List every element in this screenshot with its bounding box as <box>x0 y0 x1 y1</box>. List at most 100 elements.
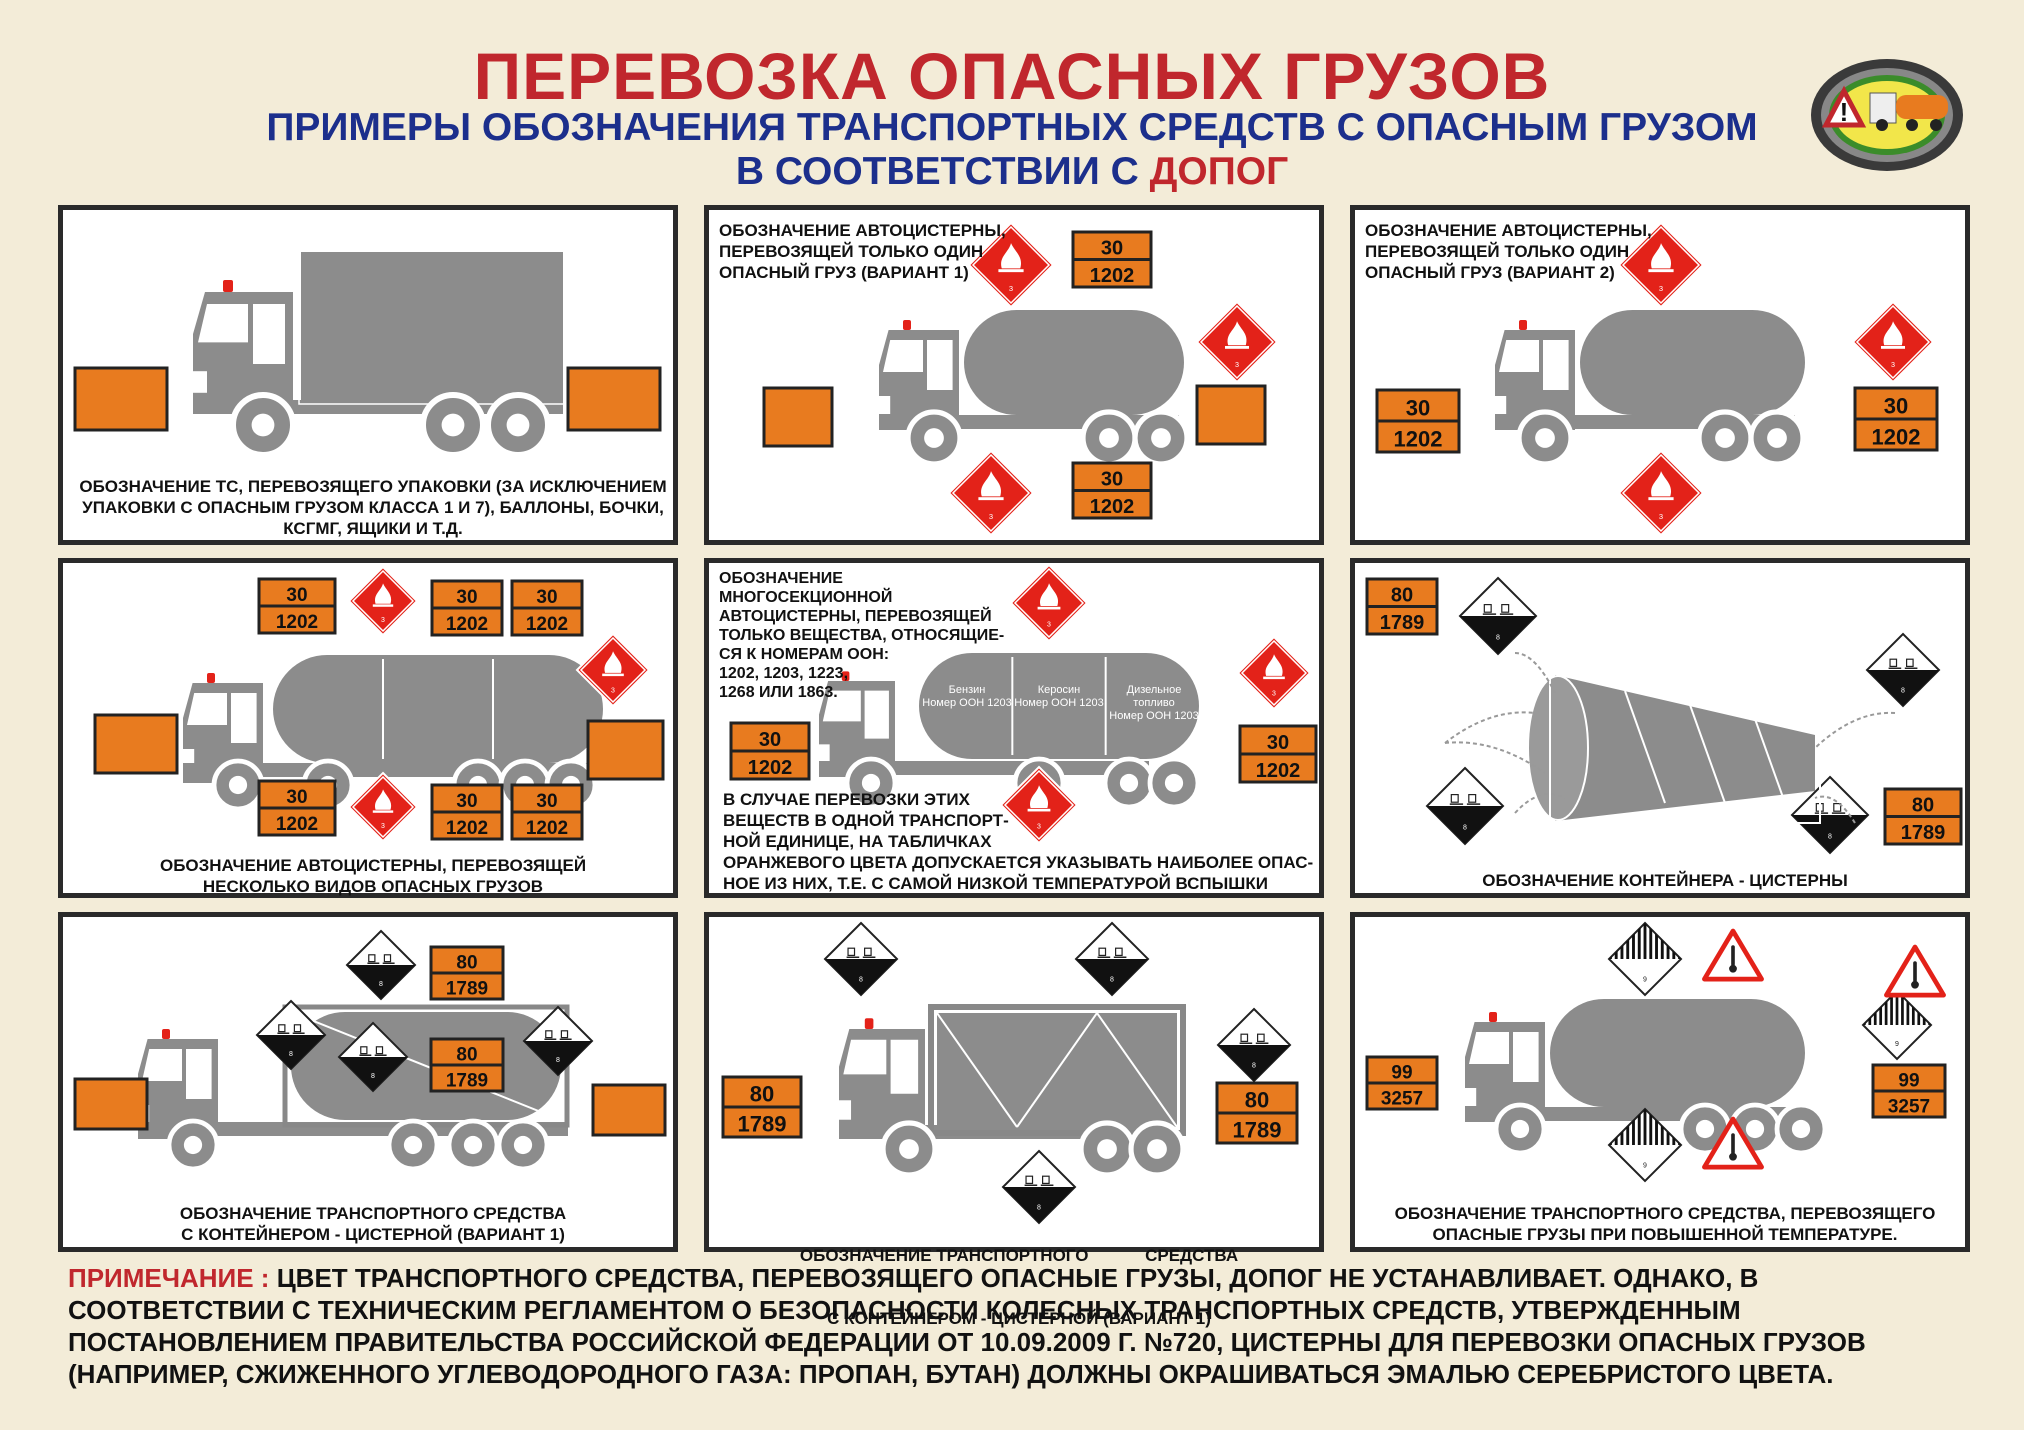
beacon <box>162 1029 170 1039</box>
hazard-id-number: 80 <box>1912 795 1934 817</box>
orange-plate <box>762 386 834 448</box>
tank-container <box>282 1004 570 1128</box>
tank-section-label: Номер ООН 1203 <box>1014 697 1104 709</box>
hazard-id-number: 30 <box>1101 238 1123 260</box>
tank-section-label: Номер ООН 1203 <box>1109 710 1199 722</box>
hazard-id-number: 30 <box>1101 469 1123 491</box>
flammable-sign-icon: 3 <box>1009 563 1089 643</box>
svg-text:8: 8 <box>859 976 863 983</box>
corrosive-sign-icon: 8 <box>1458 576 1538 656</box>
wheel <box>166 1118 220 1172</box>
wheel <box>1493 1102 1547 1156</box>
corrosive-sign-icon: 8 <box>522 1005 594 1077</box>
corrosive-sign-icon: 8 <box>823 921 899 997</box>
wheel <box>420 392 486 458</box>
svg-text:8: 8 <box>1463 825 1467 832</box>
hazard-id-number: 80 <box>456 1044 477 1065</box>
beacon <box>841 671 850 681</box>
un-number: 1789 <box>738 1112 787 1137</box>
svg-text:8: 8 <box>1110 976 1114 983</box>
svg-text:3: 3 <box>1235 360 1239 369</box>
un-number: 1789 <box>1233 1118 1282 1143</box>
orange-plate <box>93 713 179 775</box>
footnote-text: ЦВЕТ ТРАНСПОРТНОГО СРЕДСТВА, ПЕРЕВОЗЯЩЕГ… <box>68 1263 1866 1389</box>
svg-text:9: 9 <box>1895 1041 1899 1048</box>
hazard-id-number: 80 <box>750 1082 774 1107</box>
misc-hazard-sign-icon: 9 <box>1607 921 1683 997</box>
flammable-sign-icon: 3 <box>575 632 651 708</box>
wheel <box>1774 1102 1828 1156</box>
subtitle-prefix: В СООТВЕТСТВИИ С <box>735 150 1150 193</box>
flammable-sign-icon: 3 <box>999 765 1079 845</box>
elevated-temperature-sign-icon <box>1702 928 1764 982</box>
footnote-label: ПРИМЕЧАНИЕ : <box>68 1263 277 1293</box>
orange-plate <box>73 1077 149 1131</box>
panel-caption-top: ОБОЗНАЧЕНИЕ МНОГОСЕКЦИОННОЙ АВТОЦИСТЕРНЫ… <box>719 570 1005 701</box>
wheel <box>1748 409 1806 467</box>
hazard-id-number: 30 <box>286 585 307 606</box>
un-number: 1202 <box>748 757 793 779</box>
page-title: ПЕРЕВОЗКА ОПАСНЫХ ГРУЗОВ <box>473 39 1551 113</box>
hazard-id-number: 30 <box>1884 393 1908 418</box>
svg-text:3: 3 <box>1272 690 1276 697</box>
logo: ! <box>1811 59 1963 171</box>
tank <box>273 655 603 763</box>
truck-cab <box>814 671 895 777</box>
svg-text:!: ! <box>1840 97 1849 127</box>
flammable-sign-icon: 3 <box>1617 449 1705 537</box>
elevated-temperature-sign-icon <box>1702 1116 1764 1170</box>
un-number: 1789 <box>1901 822 1946 844</box>
beacon <box>864 1018 874 1029</box>
tank-section-label: Номер ООН 1203 <box>922 697 1012 709</box>
wheel <box>1147 756 1201 810</box>
hazard-id-number: 99 <box>1898 1070 1919 1091</box>
tank-container <box>928 1004 1186 1136</box>
tank <box>964 310 1184 415</box>
flammable-sign-icon: 3 <box>1236 635 1312 711</box>
svg-text:8: 8 <box>1496 635 1500 642</box>
misc-hazard-sign-icon: 9 <box>1861 989 1933 1061</box>
tank-container <box>1527 672 1821 824</box>
svg-text:3: 3 <box>1009 284 1013 293</box>
beacon <box>1519 320 1527 330</box>
flammable-sign-icon: 3 <box>347 565 419 637</box>
flammable-sign-icon: 3 <box>967 221 1055 309</box>
corrosive-sign-icon: 8 <box>345 929 417 1001</box>
panel-caption-bottom: В СЛУЧАЕ ПЕРЕВОЗКИ ЭТИХ ВЕЩЕСТВ В ОДНОЙ … <box>723 790 1314 893</box>
wheel <box>1078 1120 1136 1178</box>
svg-text:8: 8 <box>1252 1062 1256 1069</box>
orange-plate <box>73 366 169 432</box>
orange-plate <box>1195 384 1267 446</box>
tank-section-label: Керосин <box>1038 684 1080 696</box>
svg-text:3: 3 <box>1891 360 1895 369</box>
hazard-id-number: 30 <box>1267 732 1289 754</box>
un-number: 1202 <box>276 814 318 835</box>
un-number: 1789 <box>446 978 488 999</box>
wheel <box>496 1118 550 1172</box>
wheel <box>1516 409 1574 467</box>
wheel <box>230 392 296 458</box>
beacon <box>223 280 233 292</box>
un-number: 3257 <box>1381 1088 1423 1109</box>
orange-plate <box>566 366 662 432</box>
tank-section-label: Дизельное <box>1127 684 1182 696</box>
wheel <box>844 756 898 810</box>
truck-cab <box>178 673 263 783</box>
svg-text:8: 8 <box>289 1051 293 1058</box>
corrosive-sign-icon: 8 <box>255 999 327 1071</box>
